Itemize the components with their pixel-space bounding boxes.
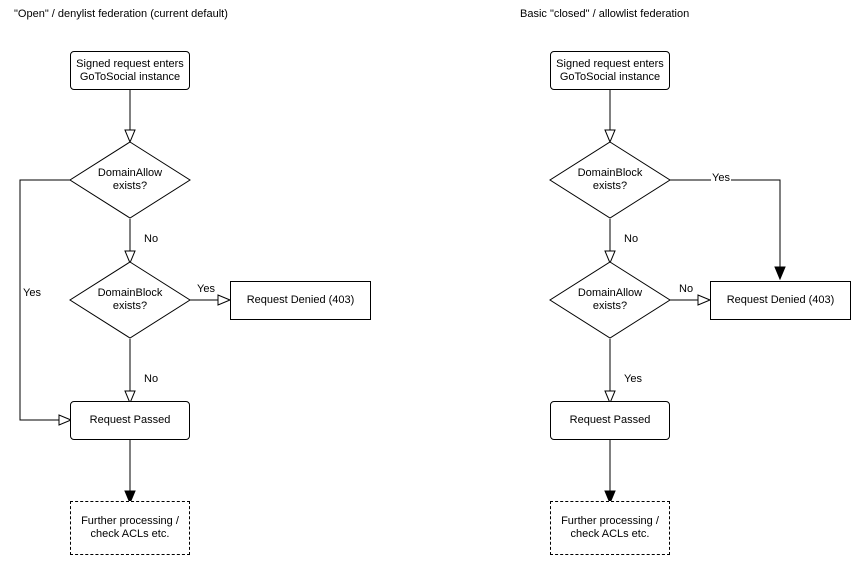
node-request-denied-left-label: Request Denied (403): [246, 294, 355, 306]
edge-label-block-yes-right: Yes: [711, 172, 731, 185]
node-decision-domainallow-right-label: DomainAllow exists?: [577, 287, 643, 312]
node-request-passed-left: Request Passed: [70, 401, 190, 440]
edge-decision1-yes-left: [19, 179, 80, 421]
edge-label-block-yes-left: Yes: [196, 283, 216, 296]
edge-label-allow-no-right: No: [678, 283, 695, 296]
edge-decision1-yes-right: [660, 179, 781, 270]
node-decision-domainblock-left: DomainBlock exists?: [69, 261, 191, 339]
node-request-denied-right: Request Denied (403): [710, 281, 851, 320]
arrowhead-entry-decision1-right: [604, 129, 616, 144]
edge-label-allow-no-left: No: [143, 233, 160, 246]
arrowhead-decision2-passed-left: [124, 390, 136, 405]
node-decision-domainallow-left-label: DomainAllow exists?: [97, 167, 163, 192]
diagram-title-right: Basic "closed" / allowlist federation: [520, 8, 690, 20]
edge-label-block-no-right: No: [623, 233, 640, 246]
arrowhead-decision1-decision2-left: [124, 250, 136, 265]
node-request-denied-right-label: Request Denied (403): [726, 294, 835, 306]
node-entry-right: Signed request enters GoToSocial instanc…: [550, 51, 670, 90]
node-entry-left-label: Signed request enters GoToSocial instanc…: [76, 57, 184, 83]
arrowhead-entry-decision1-left: [124, 129, 136, 144]
arrowhead-passed-further-left: [124, 490, 136, 505]
node-further-processing-left: Further processing / check ACLs etc.: [70, 501, 190, 555]
node-entry-right-label: Signed request enters GoToSocial instanc…: [556, 57, 664, 83]
arrowhead-decision2-denied-left: [217, 294, 232, 306]
node-further-processing-left-label: Further processing / check ACLs etc.: [81, 515, 179, 540]
arrowhead-decision1-decision2-right: [604, 250, 616, 265]
node-request-denied-left: Request Denied (403): [230, 281, 371, 320]
diagram-title-left: "Open" / denylist federation (current de…: [14, 8, 228, 20]
node-decision-domainallow-right: DomainAllow exists?: [549, 261, 671, 339]
node-entry-left: Signed request enters GoToSocial instanc…: [70, 51, 190, 90]
node-request-passed-left-label: Request Passed: [89, 414, 171, 426]
arrowhead-decision1-denied-right: [774, 266, 786, 281]
arrowhead-passed-further-right: [604, 490, 616, 505]
node-decision-domainblock-right: DomainBlock exists?: [549, 141, 671, 219]
node-further-processing-right-label: Further processing / check ACLs etc.: [561, 515, 659, 540]
node-further-processing-right: Further processing / check ACLs etc.: [550, 501, 670, 555]
node-request-passed-right-label: Request Passed: [569, 414, 651, 426]
arrowhead-decision1-passed-left: [58, 414, 73, 426]
node-request-passed-right: Request Passed: [550, 401, 670, 440]
arrowhead-decision2-denied-right: [697, 294, 712, 306]
node-decision-domainallow-left: DomainAllow exists?: [69, 141, 191, 219]
edge-label-block-no-left: No: [143, 373, 160, 386]
arrowhead-decision2-passed-right: [604, 390, 616, 405]
node-decision-domainblock-right-label: DomainBlock exists?: [577, 167, 643, 192]
node-decision-domainblock-left-label: DomainBlock exists?: [97, 287, 163, 312]
edge-label-allow-yes-left: Yes: [22, 287, 42, 300]
edge-label-allow-yes-right: Yes: [623, 373, 643, 386]
